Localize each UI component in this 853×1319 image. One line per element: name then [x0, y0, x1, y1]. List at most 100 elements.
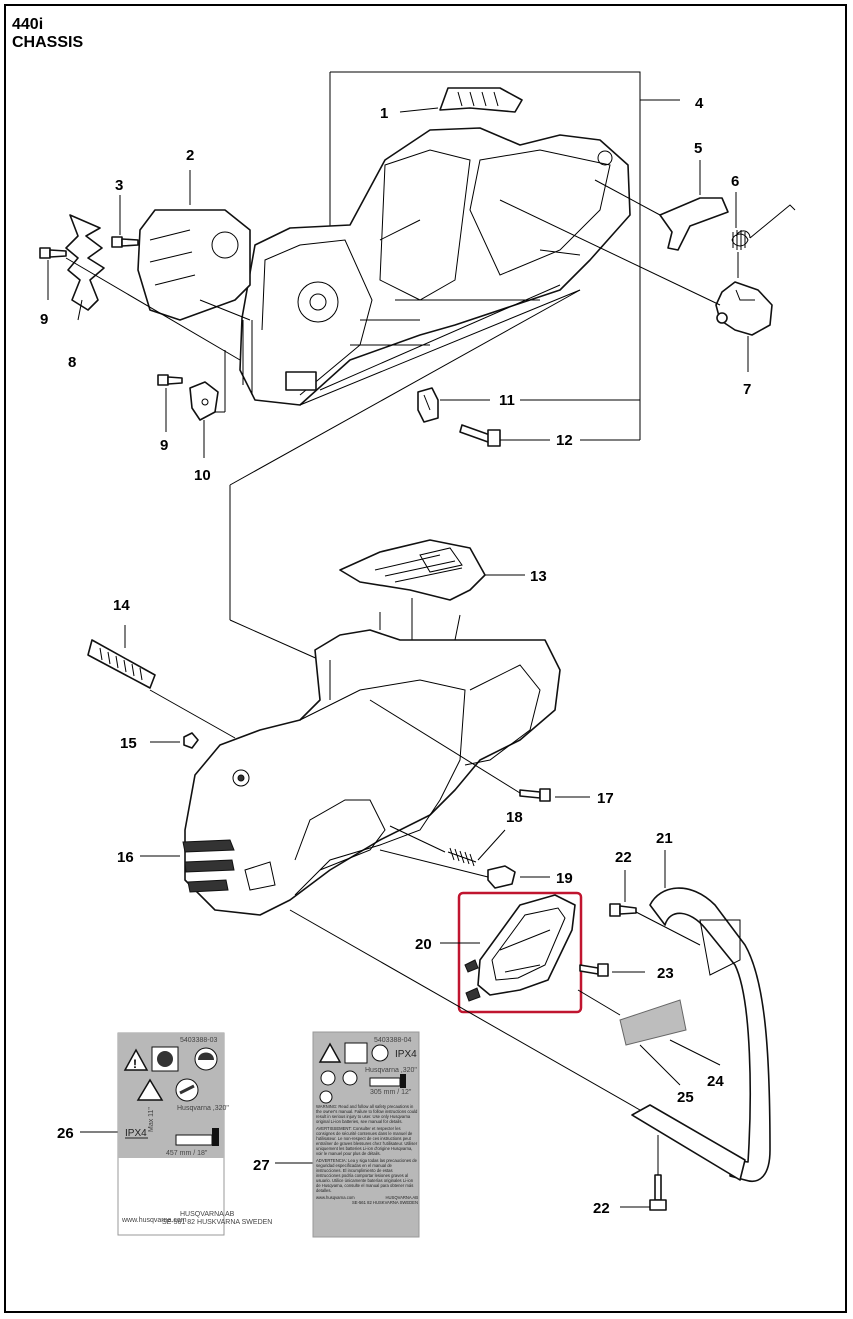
- decal-26-country: SE-561 82 HUSKVARNA SWEDEN: [162, 1219, 272, 1226]
- callout-13: 13: [530, 568, 547, 585]
- decal-27-warning: WARNING: Read and follow all safety prec…: [316, 1104, 418, 1124]
- callout-17: 17: [597, 790, 614, 807]
- part-17-screw: [519, 788, 551, 802]
- callout-26: 26: [57, 1125, 74, 1142]
- leader-2b: [199, 299, 251, 321]
- callout-11: 11: [499, 392, 515, 409]
- callout-2: 2: [186, 147, 194, 164]
- part-5-lever: [659, 197, 729, 251]
- part-13-grip: [339, 539, 486, 601]
- decal-26-maker: HUSQVARNA AB: [180, 1211, 235, 1218]
- leader-8: [77, 299, 83, 321]
- part-24-strip: [619, 999, 687, 1046]
- callout-22a: 22: [615, 849, 632, 866]
- read-manual-icon-2: [344, 1042, 368, 1064]
- decal-27-bar-end: [400, 1074, 406, 1088]
- part-11-clip: [417, 387, 439, 423]
- callout-10: 10: [194, 467, 211, 484]
- decal-27-bar: [369, 1077, 401, 1087]
- leader-housing-down: [229, 619, 321, 661]
- decal-27-text-block: WARNING: Read and follow all safety prec…: [316, 1104, 418, 1205]
- callout-22b: 22: [593, 1200, 610, 1217]
- leader-9a-long: [65, 257, 241, 361]
- leader-17b: [369, 699, 521, 794]
- callout-21: 21: [656, 830, 673, 847]
- part-21-handle: [631, 887, 771, 1182]
- callout-12: 12: [556, 432, 573, 449]
- decal-27-advertencia: ADVERTENCIA: Lea y siga todas las precau…: [316, 1158, 417, 1193]
- warning-triangle-icon-2: [318, 1042, 342, 1063]
- diagram-frame: [4, 4, 847, 1313]
- kickback-icon-3: [342, 1070, 358, 1086]
- callout-15: 15: [120, 735, 137, 752]
- callout-3: 3: [115, 177, 123, 194]
- warning-triangle-icon: [123, 1048, 149, 1071]
- part-9-screw-a: [39, 247, 67, 259]
- part-15-nut: [183, 732, 199, 749]
- model-title: 440i: [12, 16, 44, 33]
- callout-20: 20: [415, 936, 432, 953]
- callout-23: 23: [657, 965, 674, 982]
- leader-5b: [594, 179, 661, 216]
- decal-26-url: www.husqvarna.com: [121, 1217, 187, 1224]
- part-9-screw-b: [157, 374, 183, 386]
- part-7-trigger: [715, 281, 773, 336]
- leader-housing-up: [229, 289, 581, 486]
- exclamation-glyph: !: [133, 1057, 137, 1071]
- glove-icon: [319, 1090, 333, 1104]
- leader-20c: [289, 909, 641, 1111]
- leader-7b: [499, 199, 721, 306]
- decal-26-vmax: Max 11": [148, 1107, 155, 1132]
- callout-14: 14: [113, 597, 130, 614]
- decal-26-bar: [175, 1134, 213, 1146]
- part-20-highlight-box: [457, 891, 583, 1014]
- helmet-icon-shape: [198, 1052, 214, 1060]
- leader-20b: [577, 989, 621, 1016]
- leader-25: [639, 1044, 681, 1086]
- decal-27: 5403388-04 IPX4 Husqvarna ,320" 305 mm /…: [312, 1031, 420, 1238]
- part-18-spring: [447, 847, 477, 867]
- callout-9b: 9: [160, 437, 168, 454]
- part-3-screw: [111, 236, 139, 248]
- callout-27: 27: [253, 1157, 270, 1174]
- helmet-icon-2: [371, 1044, 389, 1062]
- callout-1: 1: [380, 105, 388, 122]
- part-19-button: [487, 865, 516, 889]
- callout-8: 8: [68, 354, 76, 371]
- decal-26-code: 5403388-03: [180, 1037, 217, 1044]
- decal-26: 5403388-03 ! Husqvarna ,320" IPX4 Max 11…: [117, 1032, 272, 1236]
- group-bracket-top: [330, 71, 641, 401]
- leader-18: [477, 829, 506, 861]
- decal-26-size: 457 mm / 18": [166, 1150, 208, 1157]
- upper-chassis: [239, 127, 631, 406]
- part-12-pin: [459, 424, 501, 447]
- section-title: CHASSIS: [12, 34, 84, 51]
- decal-27-model: Husqvarna ,320": [365, 1067, 417, 1074]
- callout-25: 25: [677, 1089, 694, 1106]
- leader-22a-b: [635, 911, 701, 946]
- decal-27-avertissement: AVERTISSEMENT: Consulter et respecter le…: [316, 1126, 418, 1156]
- kickback-icon-stroke: [179, 1084, 195, 1095]
- part-1-clip: [439, 87, 523, 113]
- callout-5: 5: [694, 140, 702, 157]
- callout-24: 24: [707, 1073, 724, 1090]
- decal-26-bar-end: [212, 1128, 219, 1146]
- callout-9a: 9: [40, 311, 48, 328]
- part-14-strip: [87, 639, 156, 689]
- callout-7: 7: [743, 381, 751, 398]
- leader-1: [399, 107, 439, 113]
- part-16-lower-housing: [182, 612, 561, 916]
- decal-26-ipx: IPX4: [125, 1128, 147, 1139]
- part-22-screw-a: [609, 903, 637, 917]
- callout-4: 4: [695, 95, 704, 112]
- callout-6: 6: [731, 173, 739, 190]
- decal-27-url: www.husqvarna.com: [316, 1195, 355, 1200]
- leader-18b: [389, 825, 446, 853]
- part-10-clip: [189, 381, 219, 421]
- part-2-plate: [137, 209, 251, 321]
- kickback-warning-icon: [136, 1078, 164, 1101]
- leader-14b: [149, 689, 236, 739]
- callout-16: 16: [117, 849, 134, 866]
- decal-27-maker: HUSQVARNA AB: [385, 1195, 418, 1200]
